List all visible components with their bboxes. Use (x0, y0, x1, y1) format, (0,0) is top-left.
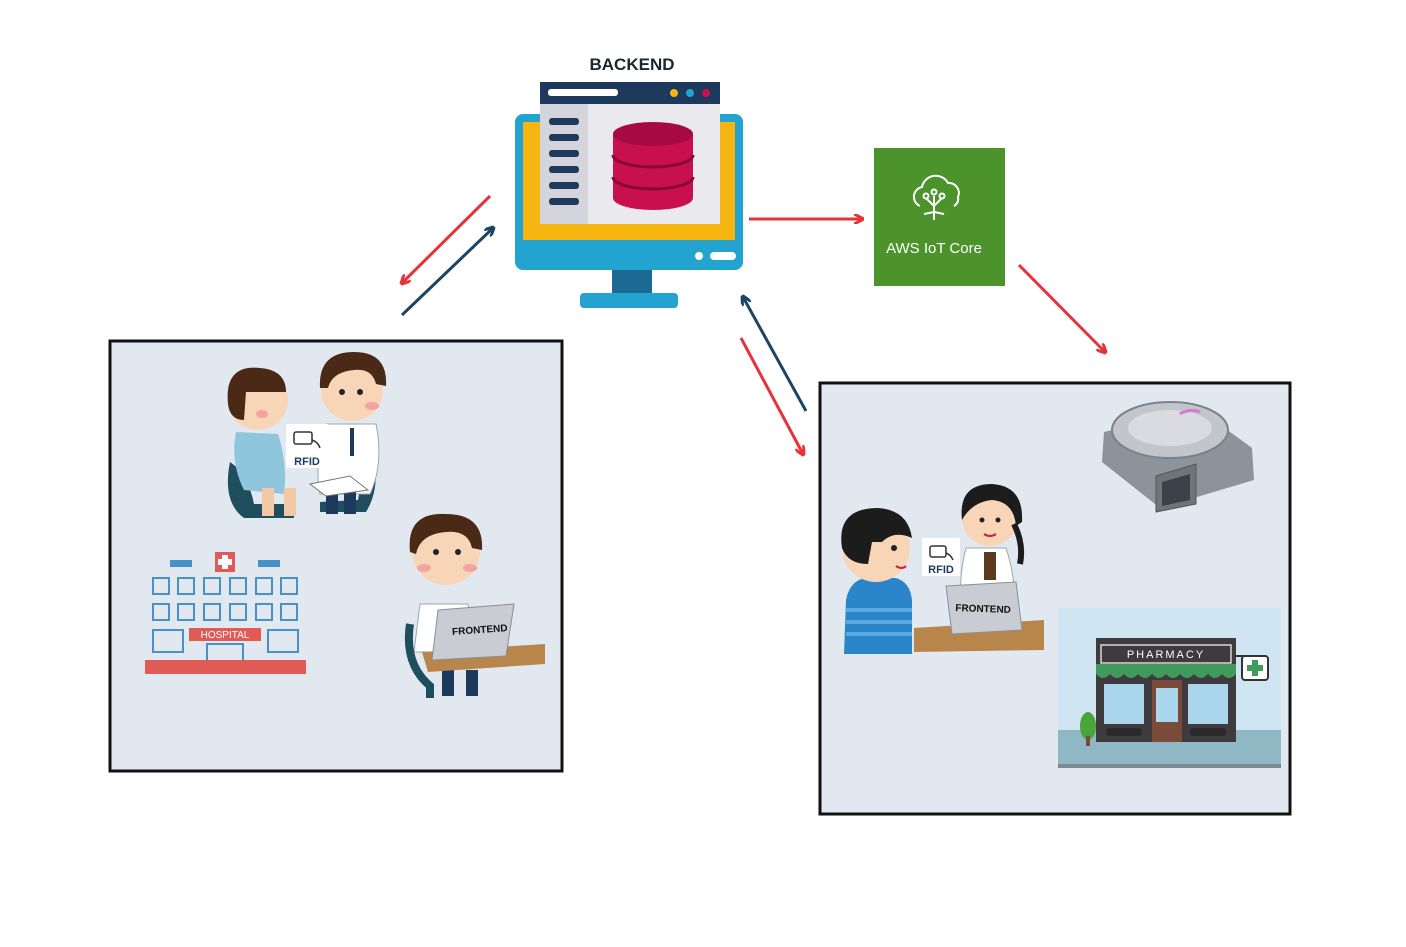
hospital-sign-label: HOSPITAL (201, 630, 250, 641)
pharmacy-storefront-icon: PHARMACY (1058, 608, 1281, 768)
patient-pharmacist-scene: RFID FRONTEND (841, 484, 1044, 654)
arrow-pharmacy-to-backend (743, 297, 808, 412)
hospital-panel: RFID HOSPITAL (108, 339, 564, 773)
hospital-rfid-label: RFID (294, 456, 320, 468)
pharmacy-rfid-label: RFID (928, 564, 954, 576)
aws-iot-core-node: AWS IoT Core (874, 148, 1005, 286)
pharmacy-sign-label: PHARMACY (1127, 649, 1205, 661)
pharmacy-panel: RFID FRONTEND PHARMACY (818, 381, 1292, 816)
pharmacy-frontend-label: FRONTEND (955, 603, 1011, 616)
iot-cloud-icon (912, 174, 960, 220)
rfid-reader-device-icon (1102, 401, 1254, 513)
arrow-aws-to-pharmacy (1017, 263, 1105, 352)
arrow-backend-to-hospital (402, 194, 492, 283)
backend-node: BACKEND (515, 55, 743, 308)
database-icon (611, 122, 695, 210)
patient-doctor-consultation: RFID (227, 352, 387, 518)
aws-label: AWS IoT Core (886, 240, 982, 257)
backend-title: BACKEND (590, 55, 675, 74)
arrow-backend-to-pharmacy (739, 337, 803, 454)
hospital-frontend-label: FRONTEND (452, 623, 508, 638)
arrows (400, 194, 1105, 454)
arrow-hospital-to-backend (400, 228, 493, 317)
hospital-building-icon: HOSPITAL (145, 552, 306, 674)
doctor-at-frontend: FRONTEND (404, 513, 545, 698)
